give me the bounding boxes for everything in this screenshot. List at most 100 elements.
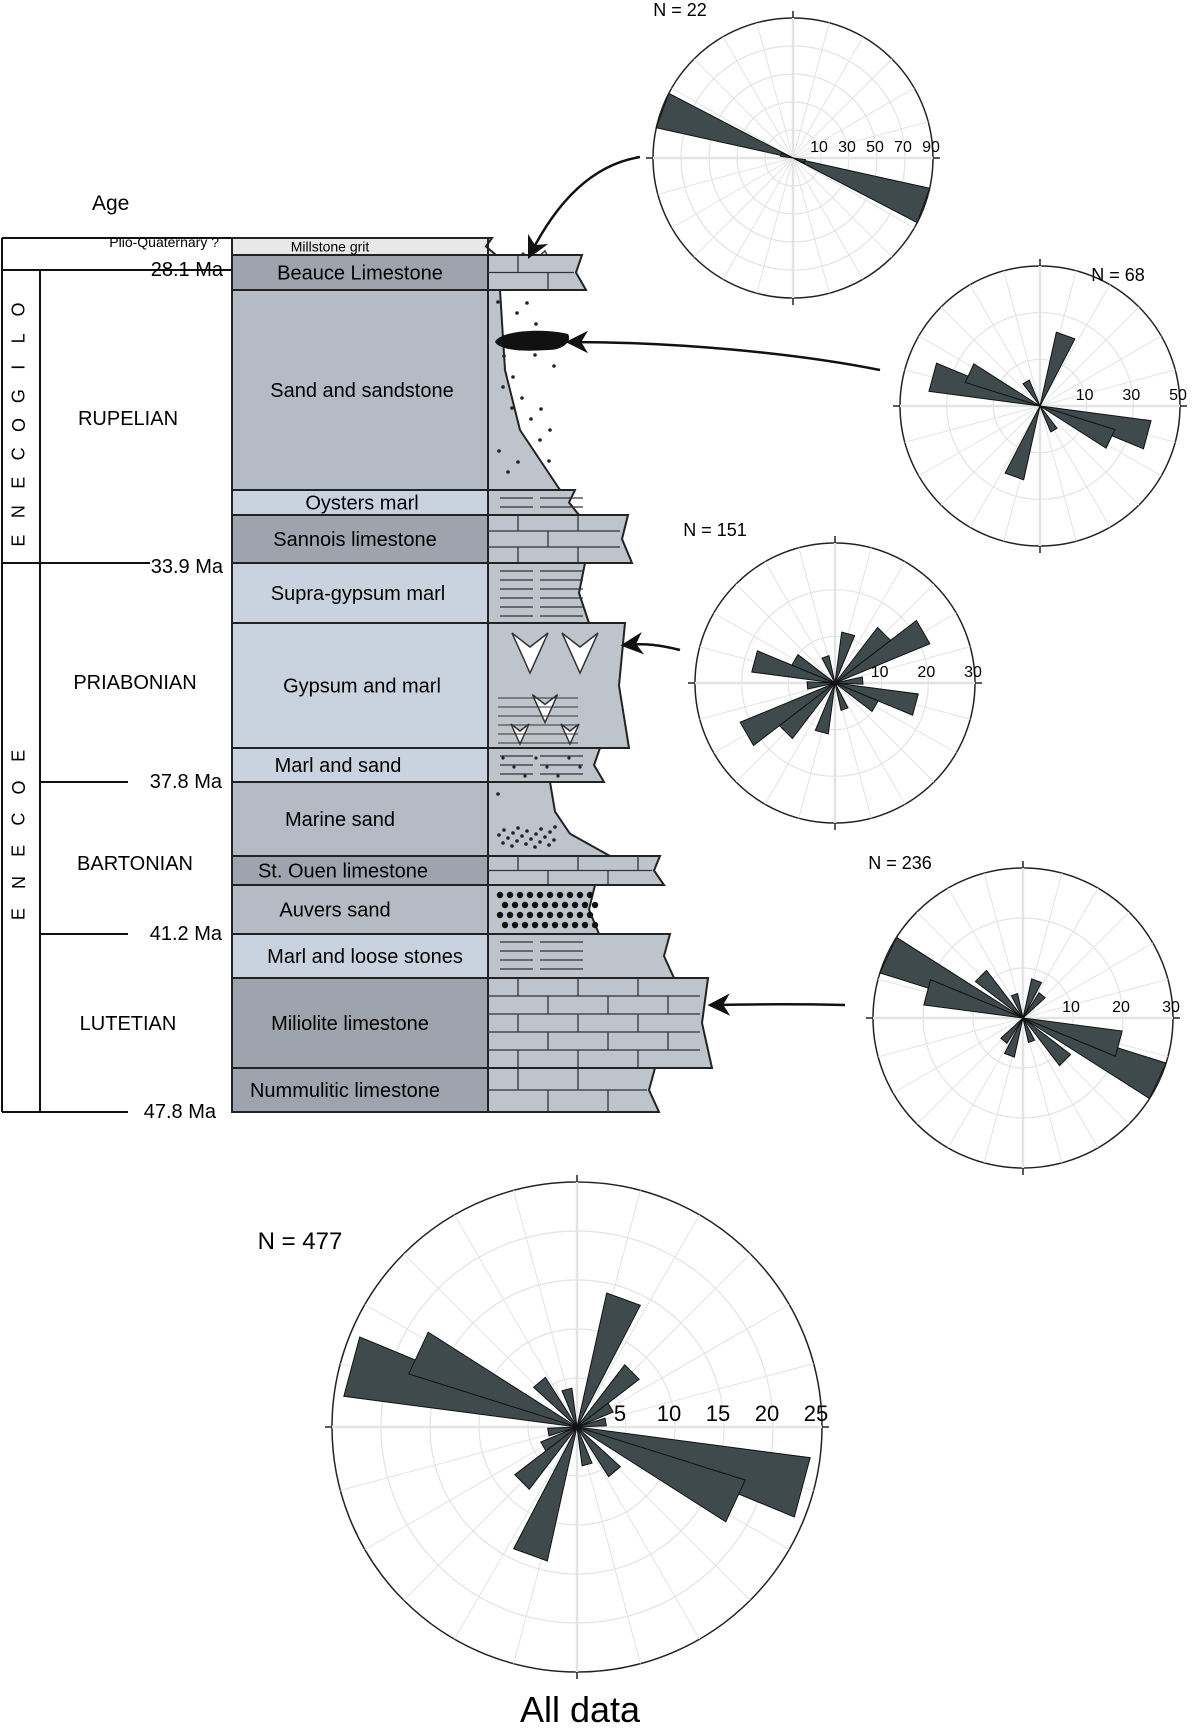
unit-label: Gypsum and marl: [283, 676, 441, 698]
unit-label: Marl and loose stones: [267, 946, 463, 968]
rose-spoke: [792, 36, 864, 159]
unit-label: Millstone grit: [291, 239, 370, 255]
rose-spoke: [657, 157, 794, 195]
rose-petal: [576, 1402, 614, 1428]
rose-n-label: N = 68: [1091, 265, 1145, 285]
rose-spoke: [969, 405, 1041, 528]
rose-spoke: [576, 1426, 700, 1640]
unit-label: Supra-gypsum marl: [271, 583, 446, 605]
rose-petal: [1039, 405, 1116, 449]
all-data-label: All data: [520, 1689, 641, 1730]
rose-petal: [1000, 1017, 1024, 1045]
litho-pattern-marlsand: [500, 755, 583, 778]
rose-petal: [408, 1331, 578, 1428]
rose-spoke: [454, 1214, 578, 1428]
rose-tick-label: 20: [917, 664, 935, 681]
age-plio-quaternary: Plio-Quaternary ?: [109, 234, 219, 250]
rose-spoke: [1039, 335, 1162, 407]
litho-pattern-marl: [500, 941, 583, 970]
rose-petal: [1004, 405, 1041, 481]
epoch-letter: E: [9, 477, 29, 489]
rose-tick-label: 30: [964, 664, 982, 681]
rose-spoke: [1039, 284, 1111, 407]
age-28-1: 28.1 Ma: [151, 259, 224, 281]
rose-spoke: [947, 1017, 1024, 1149]
rose-spoke: [940, 405, 1041, 506]
rose-petal: [1022, 978, 1043, 1019]
rose-petal: [576, 1292, 642, 1428]
rose-petal: [576, 1417, 607, 1428]
arrow-millstone: [527, 155, 641, 260]
litho-pattern-limestone: [488, 1068, 647, 1112]
rose-petal: [964, 363, 1041, 407]
unit-box: [231, 933, 489, 979]
unit-label: Nummulitic limestone: [250, 1080, 440, 1102]
rose-spoke: [904, 405, 1041, 443]
unit-label: Sannois limestone: [273, 529, 436, 551]
rose-n-label: N = 236: [868, 853, 932, 873]
rose-spoke: [834, 646, 971, 684]
rose-spoke: [722, 36, 794, 159]
litho-profile: [487, 562, 591, 624]
rose-petal: [834, 626, 892, 684]
rose-petal: [655, 92, 794, 159]
arrows: [527, 155, 881, 1016]
rose-petal: [923, 979, 1024, 1019]
litho-profile: [487, 933, 676, 979]
lithology-profile: [484, 237, 714, 1113]
rose-spoke: [792, 58, 893, 159]
rose-petal: [814, 682, 836, 735]
rose-tick-label: 10: [871, 664, 889, 681]
rose-tick-label: 90: [922, 139, 940, 156]
rose-petal: [1010, 992, 1024, 1019]
rose-petal: [791, 653, 836, 684]
rose-petal: [780, 152, 794, 159]
rose-n-label: N = 477: [258, 1228, 343, 1255]
litho-profile: [487, 489, 582, 516]
lithologic-units: [231, 237, 489, 1113]
unit-label: St. Ouen limestone: [258, 861, 428, 883]
litho-pattern-marl: [500, 570, 583, 617]
rose-petal: [512, 1426, 578, 1562]
rose-petal: [834, 676, 864, 685]
rose-tick-label: 50: [866, 139, 884, 156]
rose-n-label: N = 151: [683, 520, 747, 540]
epoch-letter: O: [9, 418, 29, 432]
rose-spoke: [834, 682, 906, 805]
unit-label: Auvers sand: [279, 900, 390, 922]
rose-diagram-3: 10 20 30 N = 151: [683, 520, 982, 830]
rose-spoke: [918, 405, 1041, 477]
epoch-letter: N: [9, 505, 29, 518]
epoch-letter: E: [9, 845, 29, 857]
litho-profile: [487, 514, 634, 564]
rose-petal: [821, 654, 836, 684]
litho-pattern-coarsesand: [496, 891, 599, 929]
stage-bartonian: BARTONIAN: [77, 853, 193, 875]
arrow-miliolite: [707, 993, 846, 1016]
epoch-letter: I: [9, 365, 29, 370]
rose-spoke: [699, 682, 836, 720]
litho-profile: [487, 977, 714, 1069]
chronostratigraphy: [1, 237, 232, 1113]
unit-label: Miliolite limestone: [271, 1013, 429, 1035]
litho-pattern-marl: [500, 497, 583, 508]
epoch-letter: C: [9, 813, 29, 826]
rose-spoke: [1022, 942, 1154, 1019]
epoch-letter: N: [9, 876, 29, 889]
rose-tick-label: 10: [1076, 387, 1094, 404]
rose-petal: [1022, 991, 1046, 1019]
rose-petal: [547, 1426, 578, 1437]
rose-petal: [1022, 1017, 1123, 1057]
epoch-letter: O: [9, 780, 29, 794]
rose-spoke: [756, 157, 794, 294]
rose-spoke: [792, 121, 929, 159]
litho-pattern-limestone: [488, 515, 620, 563]
rose-spoke: [671, 87, 794, 159]
rose-spoke: [576, 1426, 641, 1664]
arrow-gypsum: [620, 632, 681, 655]
